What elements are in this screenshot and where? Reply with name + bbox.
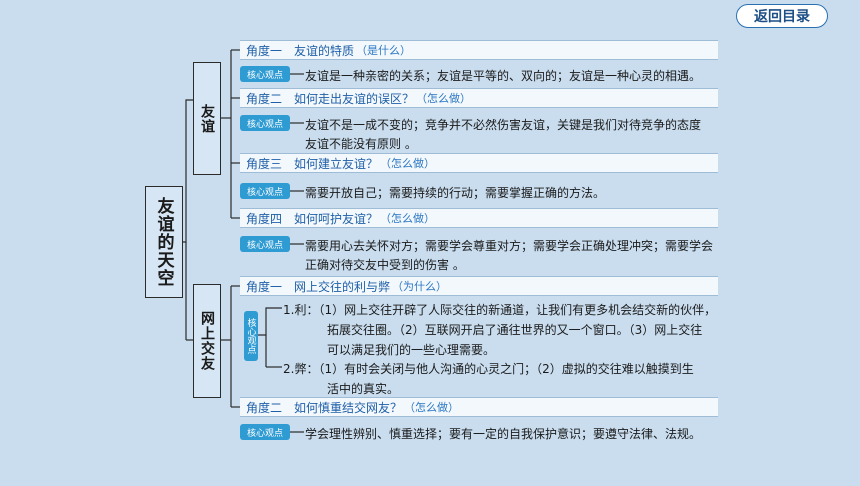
core-viewpoint-tag: 核心观点 <box>240 115 290 131</box>
angle-title: 角度二 如何慎重结交网友？ <box>246 400 403 415</box>
branch-online-friends: 网上交友 <box>193 284 221 398</box>
root-node: 友谊的天空 <box>145 186 183 298</box>
angle-title: 角度四 如何呵护友谊？ <box>246 211 379 226</box>
viewpoint-text: 可以满足我们的一些心理需要。 <box>327 343 496 357</box>
angle-title: 角度三 如何建立友谊？ <box>246 156 379 171</box>
viewpoint-text: 友谊不是一成不变的；竞争并不必然伤害友谊，关键是我们对待竞争的态度 <box>305 118 702 132</box>
viewpoint-text: 拓展交往圈。（2）互联网开启了通往世界的又一个窗口。（3）网上交往 <box>327 323 703 337</box>
angle-bar: 角度一 友谊的特质 （是什么） <box>240 40 718 60</box>
branch-label: 友谊 <box>199 103 215 134</box>
viewpoint-text: 友谊不能没有原则 。 <box>305 137 417 151</box>
viewpoint-text: 需要开放自己；需要持续的行动；需要掌握正确的方法。 <box>305 186 606 200</box>
branch-label: 网上交友 <box>199 311 215 371</box>
angle-title: 角度一 友谊的特质 <box>246 43 355 58</box>
branch-friendship: 友谊 <box>193 62 221 175</box>
viewpoint-text: 活中的真实。 <box>327 382 400 396</box>
angle-bar: 角度四 如何呵护友谊？ （怎么做） <box>240 208 718 228</box>
core-viewpoint-tag: 核心观点 <box>240 183 290 199</box>
viewpoint-text: 正确对待交友中受到的伤害 。 <box>305 258 465 272</box>
viewpoint-text: 学会理性辨别、慎重选择；要有一定的自我保护意识；要遵守法律、法规。 <box>305 427 702 441</box>
core-viewpoint-tag: 核心观点 <box>244 311 258 361</box>
core-viewpoint-tag: 核心观点 <box>240 66 290 82</box>
core-viewpoint-tag: 核心观点 <box>240 424 290 440</box>
angle-hint: （怎么做） <box>380 157 436 170</box>
core-viewpoint-tag: 核心观点 <box>240 236 290 252</box>
angle-hint: （是什么） <box>356 44 412 57</box>
angle-bar: 角度三 如何建立友谊？ （怎么做） <box>240 153 718 173</box>
angle-bar: 角度一 网上交往的利与弊 （为什么） <box>240 276 718 296</box>
angle-bar: 角度二 如何走出友谊的误区？ （怎么做） <box>240 88 718 108</box>
angle-title: 角度一 网上交往的利与弊 <box>246 279 391 294</box>
viewpoint-text: 需要用心去关怀对方；需要学会尊重对方；需要学会正确处理冲突；需要学会 <box>305 239 714 253</box>
root-label: 友谊的天空 <box>153 197 174 287</box>
angle-hint: （为什么） <box>392 280 448 293</box>
viewpoint-text: 友谊是一种亲密的关系；友谊是平等的、双向的；友谊是一种心灵的相遇。 <box>305 69 702 83</box>
viewpoint-text: 1.利：（1）网上交往开辟了人际交往的新通道，让我们有更多机会结交新的伙伴， <box>283 303 717 317</box>
angle-hint: （怎么做） <box>380 212 436 225</box>
angle-hint: （怎么做） <box>404 401 460 414</box>
angle-bar: 角度二 如何慎重结交网友？ （怎么做） <box>240 397 718 417</box>
angle-hint: （怎么做） <box>416 92 472 105</box>
angle-title: 角度二 如何走出友谊的误区？ <box>246 91 415 106</box>
back-to-contents-button[interactable]: 返回目录 <box>736 4 828 28</box>
viewpoint-text: 2.弊：（1）有时会关闭与他人沟通的心灵之门；（2）虚拟的交往难以触摸到生 <box>283 362 694 376</box>
